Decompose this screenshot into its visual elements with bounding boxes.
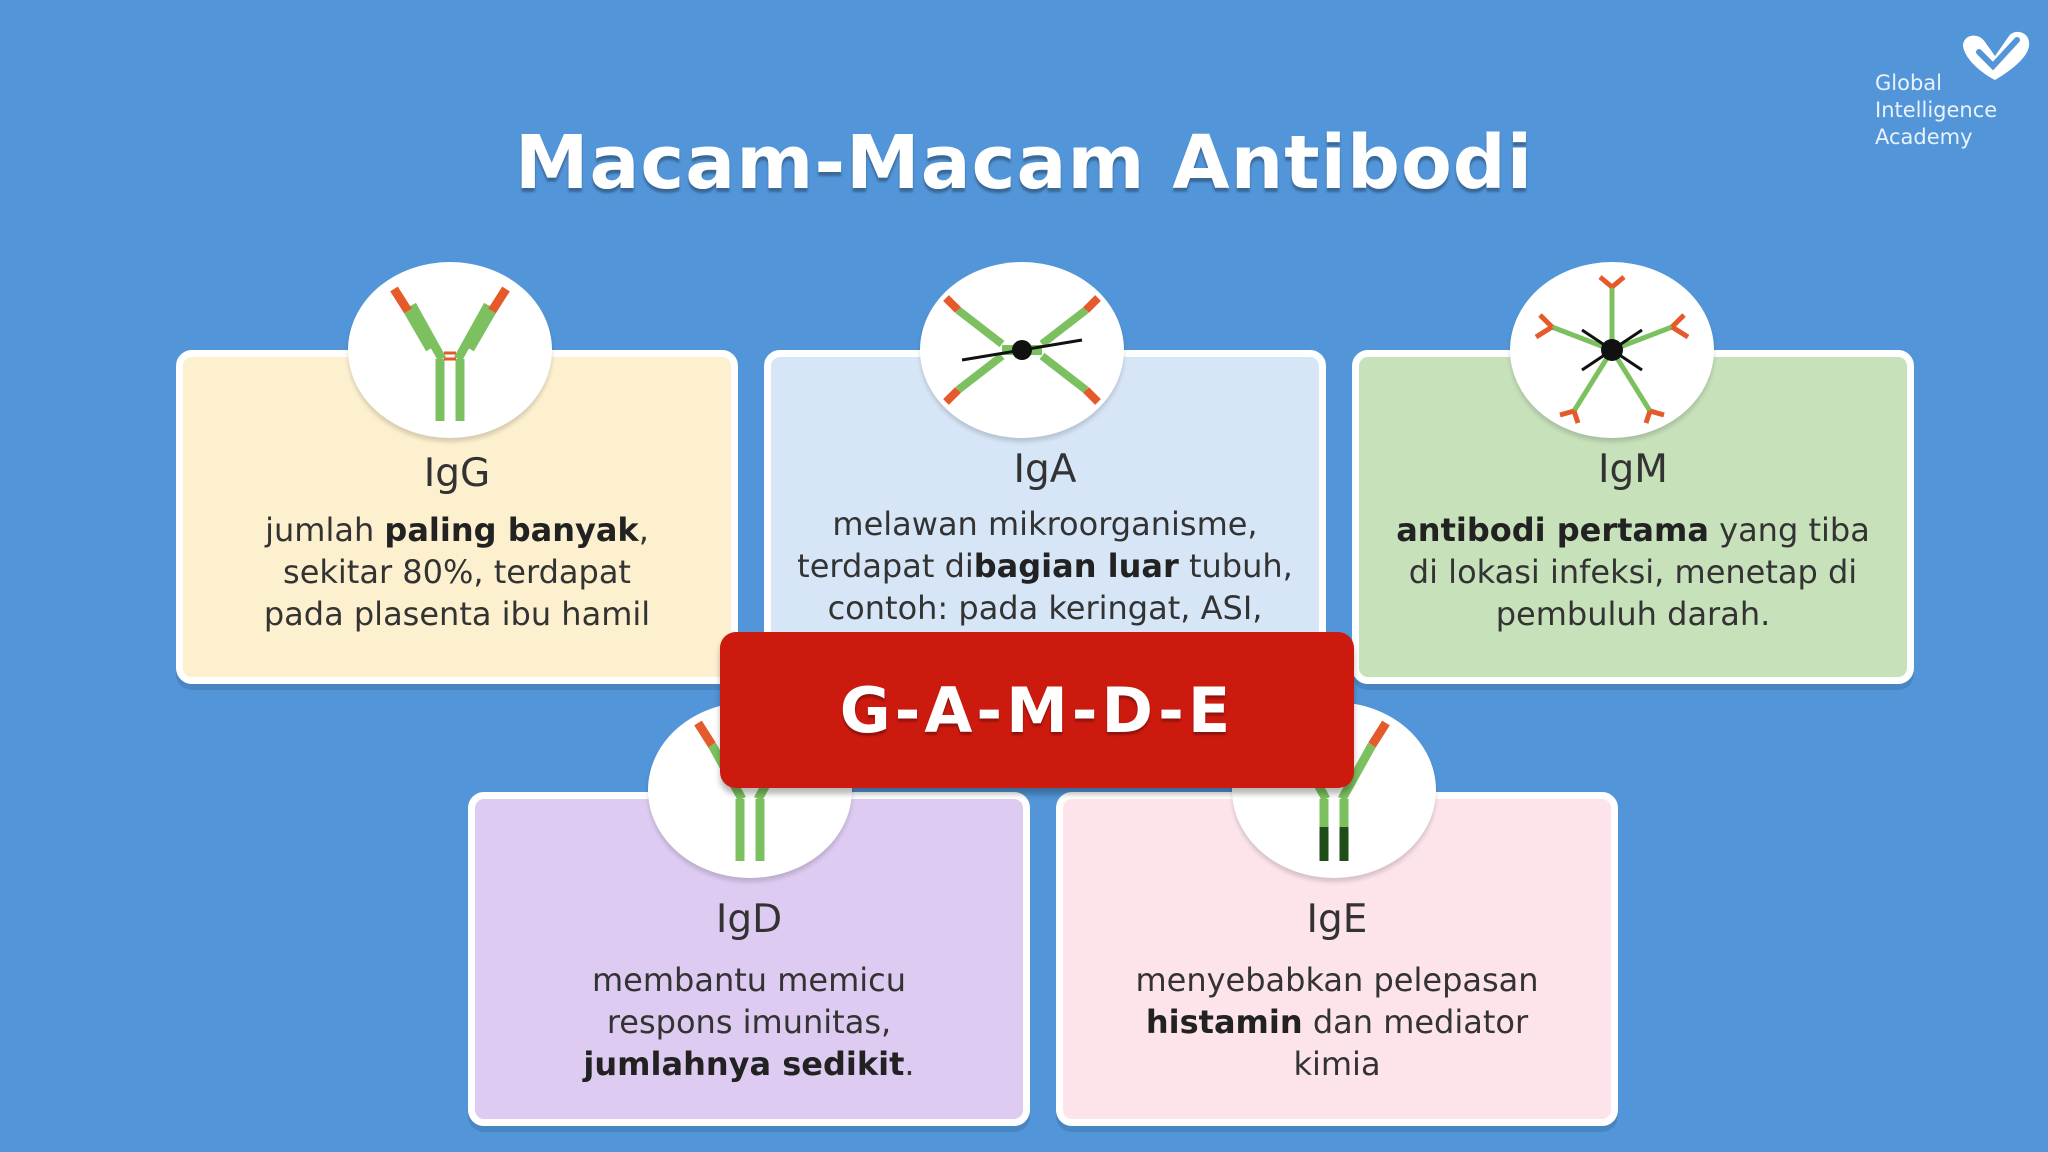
brand-name: Global Intelligence Academy [1875, 70, 1997, 151]
card-iga-description: melawan mikroorganisme, terdapat dibagia… [791, 503, 1299, 629]
mnemonic-banner: G-A-M-D-E [720, 632, 1354, 788]
dimer-antibody-icon [943, 295, 1101, 405]
desc-bold: antibodi pertama [1396, 511, 1709, 549]
desc-text: membantu memicu [591, 961, 907, 999]
card-igd-name: IgD [715, 897, 783, 942]
brand-line-3: Academy [1875, 125, 1973, 149]
y-antibody-icon [390, 286, 510, 421]
circle-iga [920, 262, 1124, 438]
desc-text: respons imunitas, [606, 1003, 892, 1041]
card-igm-description: antibodi pertama yang tiba di lokasi inf… [1379, 509, 1887, 635]
desc-text: contoh: pada keringat, ASI, [827, 589, 1263, 627]
card-iga-name: IgA [1013, 447, 1077, 492]
desc-text: menyebabkan pelepasan [1135, 961, 1539, 999]
desc-text: dan mediator [1302, 1003, 1529, 1041]
desc-bold: jumlahnya sedikit [583, 1045, 905, 1083]
card-igm-name: IgM [1598, 447, 1668, 492]
desc-text: melawan mikroorganisme, [832, 505, 1258, 543]
desc-text: tubuh, [1178, 547, 1293, 585]
card-ige-description: menyebabkan pelepasan histamin dan media… [1083, 959, 1591, 1085]
card-igg-description: jumlah paling banyak, sekitar 80%, terda… [203, 509, 711, 635]
desc-bold: paling banyak [384, 511, 639, 549]
heart-check-icon [1963, 31, 2030, 80]
card-ige-name: IgE [1306, 897, 1368, 942]
circle-igg [348, 262, 552, 438]
desc-text: pembuluh darah. [1495, 595, 1771, 633]
card-igg-name: IgG [423, 451, 491, 496]
desc-text: jumlah [265, 511, 385, 549]
circle-igm [1510, 262, 1714, 438]
desc-text: pada plasenta ibu hamil [263, 595, 651, 633]
desc-text: sekitar 80%, terdapat [283, 553, 631, 591]
pentamer-antibody-icon [1534, 275, 1690, 424]
brand-line-2: Intelligence [1875, 98, 1998, 122]
card-igd-description: membantu memicu respons imunitas, jumlah… [495, 959, 1003, 1085]
desc-text: di lokasi infeksi, menetap di [1408, 553, 1858, 591]
brand-logo: Global Intelligence Academy [1872, 30, 2032, 150]
desc-text: terdapat di [797, 547, 974, 585]
desc-text: , [638, 511, 649, 549]
desc-text: yang tiba [1708, 511, 1870, 549]
desc-text: kimia [1293, 1045, 1381, 1083]
desc-bold: bagian luar [973, 547, 1179, 585]
desc-bold: histamin [1145, 1003, 1303, 1041]
desc-text: . [904, 1045, 915, 1083]
brand-line-1: Global [1875, 71, 1942, 95]
page-title: Macam-Macam Antibodi [514, 120, 1534, 206]
